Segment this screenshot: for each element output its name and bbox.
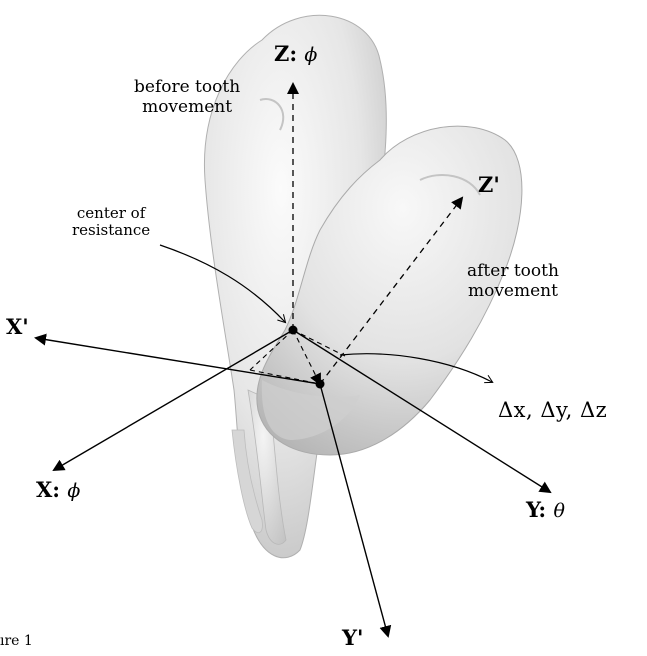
after-movement-line1: after tooth bbox=[467, 262, 559, 282]
after-movement-label: after tooth movement bbox=[467, 262, 559, 301]
y-prime-label: Y' bbox=[342, 626, 363, 650]
before-movement-line2: movement bbox=[134, 98, 240, 118]
center-point-before bbox=[289, 326, 298, 335]
center-line1: center of bbox=[72, 205, 150, 222]
before-movement-label: before tooth movement bbox=[134, 78, 240, 117]
before-movement-line1: before tooth bbox=[134, 78, 240, 98]
z-axis-label: Z: ϕ bbox=[274, 42, 317, 67]
center-of-resistance-label: center of resistance bbox=[72, 205, 150, 240]
x-axis-label: X: ϕ bbox=[36, 478, 80, 503]
center-point-after bbox=[316, 380, 325, 389]
z-prime-label: Z' bbox=[478, 173, 500, 197]
after-movement-line2: movement bbox=[467, 282, 559, 302]
delta-label: Δx, Δy, Δz bbox=[498, 398, 607, 422]
x-prime-label: X' bbox=[6, 315, 29, 339]
y-axis-label: Y: θ bbox=[526, 498, 565, 523]
figure-caption: ıre 1 bbox=[0, 633, 33, 649]
center-line2: resistance bbox=[72, 222, 150, 239]
